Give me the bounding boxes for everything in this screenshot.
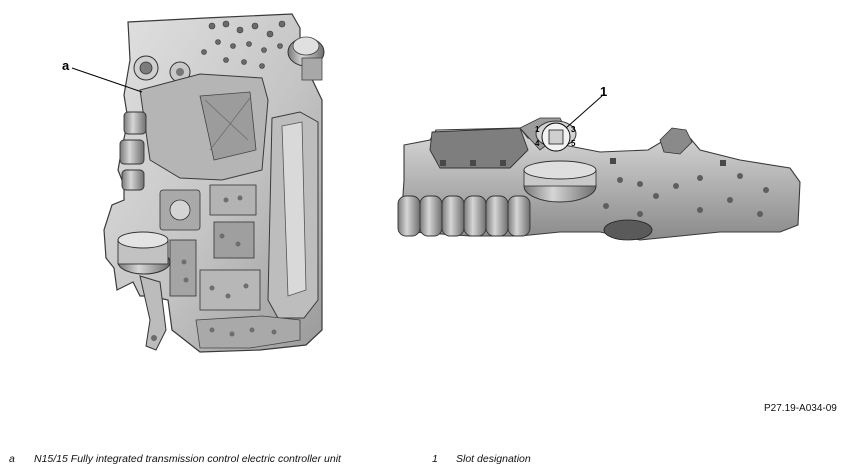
callout-a-label: a — [62, 58, 70, 73]
legend-text-1: Slot designation — [456, 453, 531, 465]
legend-text-a: N15/15 Fully integrated transmission con… — [34, 453, 341, 465]
pin-label-1: 1 — [535, 125, 540, 134]
pin-label-4: 4 — [535, 139, 540, 148]
callout-1-leader — [565, 95, 603, 129]
slot-designation-connector: 1 3 4 5 — [535, 122, 576, 152]
legend-key-a: a — [9, 453, 15, 465]
pin-label-5: 5 — [571, 139, 576, 148]
controller-unit-side-view — [397, 117, 801, 241]
controller-unit-front-view — [103, 13, 325, 353]
pin-label-3: 3 — [571, 125, 576, 134]
callout-a-leader — [71, 67, 143, 93]
legend-key-1: 1 — [432, 453, 438, 465]
figure-reference-code: P27.19-A034-09 — [764, 403, 837, 414]
callout-1-label: 1 — [600, 84, 608, 99]
